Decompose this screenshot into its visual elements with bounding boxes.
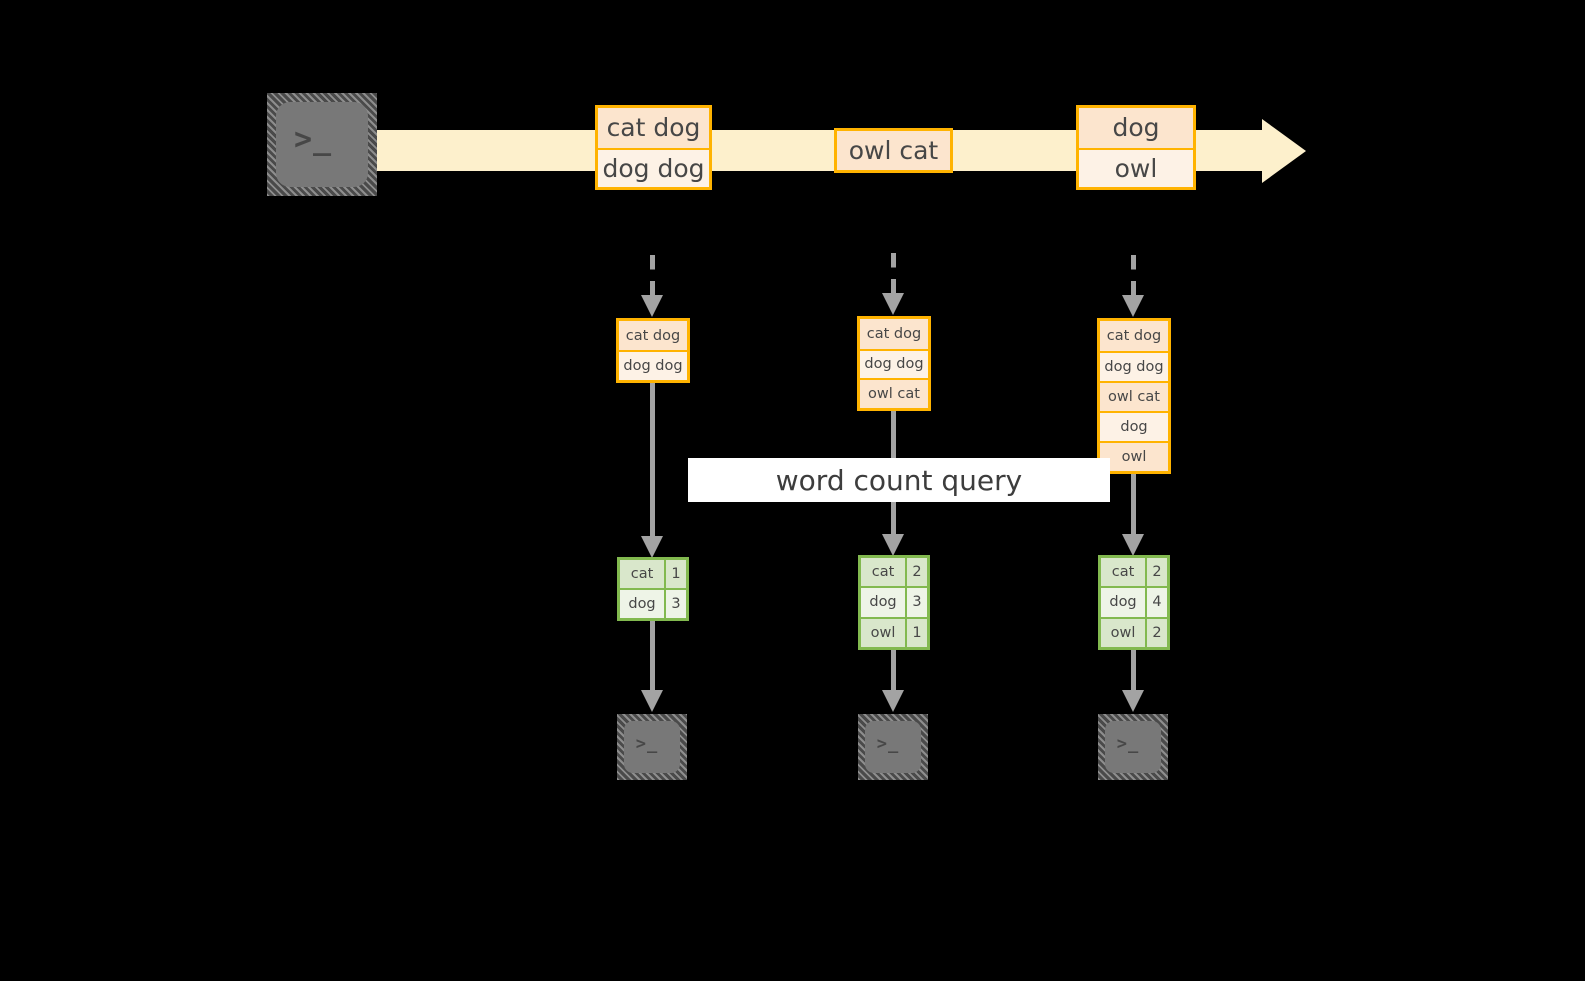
count-cell: 3 — [664, 590, 686, 618]
input-line: cat dog — [619, 321, 687, 351]
record-line: owl cat — [837, 131, 950, 170]
sink-arrow-line-2 — [891, 650, 896, 693]
query-arrowhead-icon-3 — [1122, 534, 1144, 556]
terminal-prompt-glyph: >_ — [635, 734, 659, 754]
stream-record-1: cat dog dog dog — [595, 105, 712, 190]
table-row: dog 4 — [1101, 586, 1167, 617]
input-line: dog dog — [619, 350, 687, 380]
column-2-sink-terminal-icon: >_ — [858, 714, 928, 780]
terminal-prompt-glyph: >_ — [1116, 734, 1140, 754]
stream-arrowhead-icon — [1262, 119, 1306, 183]
column-3-input-box: cat dog dog dog owl cat dog owl — [1097, 318, 1171, 474]
input-line: dog dog — [860, 348, 928, 379]
input-line: cat dog — [1100, 321, 1168, 351]
input-line: cat dog — [860, 319, 928, 349]
column-1-sink-terminal-icon: >_ — [617, 714, 687, 780]
word-cell: dog — [861, 588, 905, 617]
count-cell: 2 — [1145, 618, 1167, 647]
feed-arrowhead-icon-3 — [1122, 295, 1144, 317]
word-cell: cat — [861, 558, 905, 587]
table-row: dog 3 — [620, 588, 686, 618]
terminal-screen — [1105, 721, 1161, 773]
query-arrowhead-icon-1 — [641, 536, 663, 558]
feed-arrow-line-3 — [1131, 255, 1136, 299]
input-line: owl cat — [860, 378, 928, 408]
column-2-input-box: cat dog dog dog owl cat — [857, 316, 931, 411]
terminal-screen — [276, 102, 368, 187]
input-line: owl — [1100, 441, 1168, 471]
table-row: owl 2 — [1101, 616, 1167, 647]
sink-arrowhead-icon-2 — [882, 690, 904, 712]
column-1-input-box: cat dog dog dog — [616, 318, 690, 383]
count-cell: 2 — [905, 558, 927, 587]
terminal-prompt-glyph: >_ — [876, 734, 900, 754]
sink-arrowhead-icon-3 — [1122, 690, 1144, 712]
column-3-result-table: cat 2 dog 4 owl 2 — [1098, 555, 1170, 650]
count-cell: 3 — [905, 588, 927, 617]
table-row: cat 2 — [861, 558, 927, 587]
column-3-sink-terminal-icon: >_ — [1098, 714, 1168, 780]
query-label-band: word count query — [688, 458, 1110, 502]
word-cell: cat — [1101, 558, 1145, 587]
sink-arrowhead-icon-1 — [641, 690, 663, 712]
table-row: owl 1 — [861, 616, 927, 647]
table-row: cat 1 — [620, 560, 686, 588]
stream-record-2: owl cat — [834, 128, 953, 173]
sink-arrow-line-3 — [1131, 650, 1136, 693]
column-1-result-table: cat 1 dog 3 — [617, 557, 689, 621]
query-arrow-line-3 — [1131, 474, 1136, 541]
query-arrowhead-icon-2 — [882, 534, 904, 556]
record-line: dog dog — [598, 147, 709, 187]
input-line: dog dog — [1100, 351, 1168, 381]
record-line: dog — [1079, 108, 1193, 148]
feed-arrow-line-1 — [650, 255, 655, 299]
column-2-result-table: cat 2 dog 3 owl 1 — [858, 555, 930, 650]
terminal-screen — [624, 721, 680, 773]
sink-arrow-line-1 — [650, 621, 655, 693]
stream-record-3: dog owl — [1076, 105, 1196, 190]
word-cell: dog — [1101, 588, 1145, 617]
input-line: dog — [1100, 411, 1168, 441]
input-line: owl cat — [1100, 381, 1168, 411]
query-label-text: word count query — [775, 463, 1023, 497]
count-cell: 1 — [905, 618, 927, 647]
word-cell: owl — [1101, 618, 1145, 647]
count-cell: 4 — [1145, 588, 1167, 617]
word-cell: dog — [620, 590, 664, 618]
count-cell: 1 — [664, 560, 686, 588]
feed-arrowhead-icon-2 — [882, 293, 904, 315]
word-cell: cat — [620, 560, 664, 588]
query-arrow-line-1 — [650, 383, 655, 543]
feed-arrowhead-icon-1 — [641, 295, 663, 317]
terminal-prompt-glyph: >_ — [293, 121, 333, 157]
record-line: cat dog — [598, 108, 709, 148]
table-row: cat 2 — [1101, 558, 1167, 587]
stream-source-terminal-icon: >_ — [267, 93, 377, 196]
count-cell: 2 — [1145, 558, 1167, 587]
feed-arrow-line-2 — [891, 253, 896, 297]
record-line: owl — [1079, 147, 1193, 187]
word-cell: owl — [861, 618, 905, 647]
terminal-screen — [865, 721, 921, 773]
table-row: dog 3 — [861, 586, 927, 617]
